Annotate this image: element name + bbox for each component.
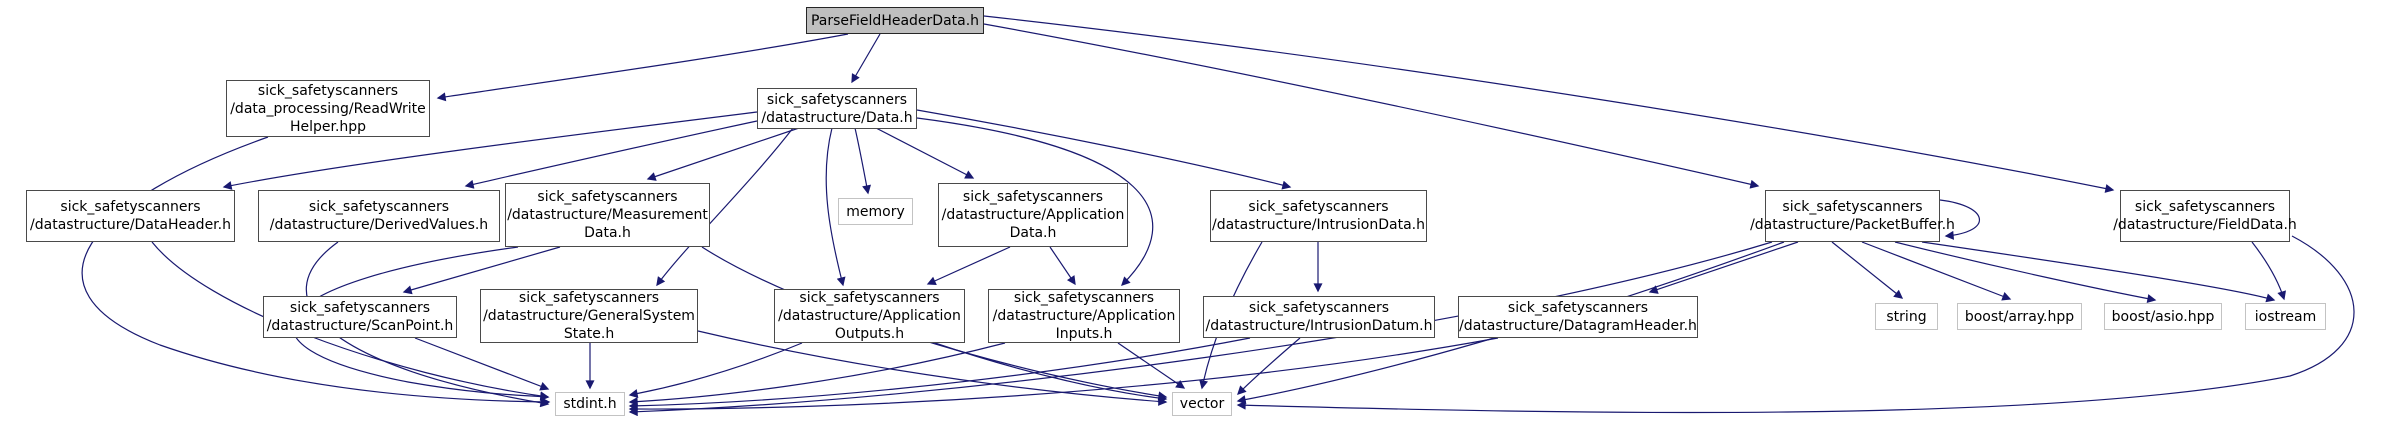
edge-data-measurementdata bbox=[646, 127, 800, 181]
edge-root-fielddata bbox=[983, 15, 2115, 193]
edge-packetbuffer-boostarray bbox=[1861, 241, 2012, 301]
edge-data-applicationinputs bbox=[916, 117, 1154, 286]
node-intrusiondata[interactable]: sick_safetyscanners /datastructure/Intru… bbox=[1210, 190, 1427, 242]
edge-fielddata-iostream bbox=[2251, 241, 2286, 301]
edge-packetbuffer-iostream bbox=[1921, 241, 2276, 303]
node-vector: vector bbox=[1172, 392, 1232, 416]
edge-packetbuffer-vector bbox=[1236, 241, 1785, 405]
edge-packetbuffer-string bbox=[1831, 241, 1904, 299]
edge-packetbuffer-stdint bbox=[628, 241, 1773, 417]
edge-intrusiondatum-stdint bbox=[628, 337, 1251, 411]
edge-root-data bbox=[851, 33, 881, 84]
node-packetbuffer[interactable]: sick_safetyscanners /datastructure/Packe… bbox=[1750, 190, 1955, 242]
node-applicationdata[interactable]: sick_safetyscanners /datastructure/Appli… bbox=[938, 183, 1128, 247]
node-readwritehelper[interactable]: sick_safetyscanners /data_processing/Rea… bbox=[226, 80, 430, 137]
node-datagramheader[interactable]: sick_safetyscanners /datastructure/Datag… bbox=[1458, 296, 1698, 338]
edge-packetbuffer-selfloop bbox=[1939, 199, 1980, 240]
edge-intrusiondatum-vector bbox=[1237, 337, 1301, 395]
node-generalsystemstate[interactable]: sick_safetyscanners /datastructure/Gener… bbox=[480, 289, 698, 343]
edge-applicationdata-applicationinputs bbox=[1049, 246, 1076, 286]
node-intrusiondatum[interactable]: sick_safetyscanners /datastructure/Intru… bbox=[1203, 296, 1435, 338]
edge-applicationinputs-stdint bbox=[628, 342, 1006, 407]
node-scanpoint[interactable]: sick_safetyscanners /datastructure/ScanP… bbox=[263, 296, 457, 338]
node-dataheader[interactable]: sick_safetyscanners /datastructure/DataH… bbox=[26, 190, 235, 242]
node-memory: memory bbox=[838, 198, 913, 225]
node-measurementdata[interactable]: sick_safetyscanners /datastructure/Measu… bbox=[505, 183, 710, 247]
edge-data-memory bbox=[854, 127, 871, 195]
node-derivedvalues[interactable]: sick_safetyscanners /datastructure/Deriv… bbox=[258, 190, 500, 242]
node-iostream: iostream bbox=[2245, 303, 2326, 330]
edge-measurementdata-scanpoint bbox=[402, 246, 561, 295]
node-stdint: stdint.h bbox=[555, 392, 625, 416]
edge-data-applicationoutputs bbox=[825, 127, 846, 287]
edge-root-readwritehelper bbox=[436, 33, 849, 102]
node-parsefieldheaderdata: ParseFieldHeaderData.h bbox=[806, 7, 984, 34]
edge-root-packetbuffer bbox=[983, 23, 1760, 189]
edge-data-intrusiondata bbox=[916, 109, 1292, 190]
node-fielddata[interactable]: sick_safetyscanners /datastructure/Field… bbox=[2113, 190, 2297, 242]
edge-datagramheader-stdint bbox=[628, 337, 1499, 414]
node-applicationoutputs[interactable]: sick_safetyscanners /datastructure/Appli… bbox=[774, 289, 965, 343]
edge-fielddata-vector bbox=[1236, 235, 2355, 414]
node-boost-asio: boost/asio.hpp bbox=[2104, 303, 2222, 330]
node-applicationinputs[interactable]: sick_safetyscanners /datastructure/Appli… bbox=[988, 289, 1180, 343]
edge-applicationoutputs-stdint bbox=[628, 342, 803, 398]
edge-packetbuffer-datagramheader bbox=[1648, 241, 1799, 294]
edge-measurementdata-stdint bbox=[292, 246, 550, 402]
node-data[interactable]: sick_safetyscanners /datastructure/Data.… bbox=[757, 88, 917, 129]
edge-generalsystemstate-vector bbox=[697, 330, 1168, 406]
edge-data-applicationdata bbox=[875, 127, 975, 179]
edge-data-dataheader bbox=[222, 111, 758, 190]
edge-scanpoint-stdint bbox=[414, 337, 550, 391]
edge-data-derivedvalues bbox=[464, 120, 758, 189]
node-boost-array: boost/array.hpp bbox=[1957, 303, 2082, 330]
edge-applicationoutputs-vector bbox=[934, 342, 1168, 403]
edge-applicationdata-applicationoutputs bbox=[926, 246, 1011, 285]
node-string: string bbox=[1875, 303, 1938, 330]
edge-packetbuffer-boostasio bbox=[1894, 241, 2157, 304]
edge-data-generalsystemstate bbox=[656, 127, 794, 287]
